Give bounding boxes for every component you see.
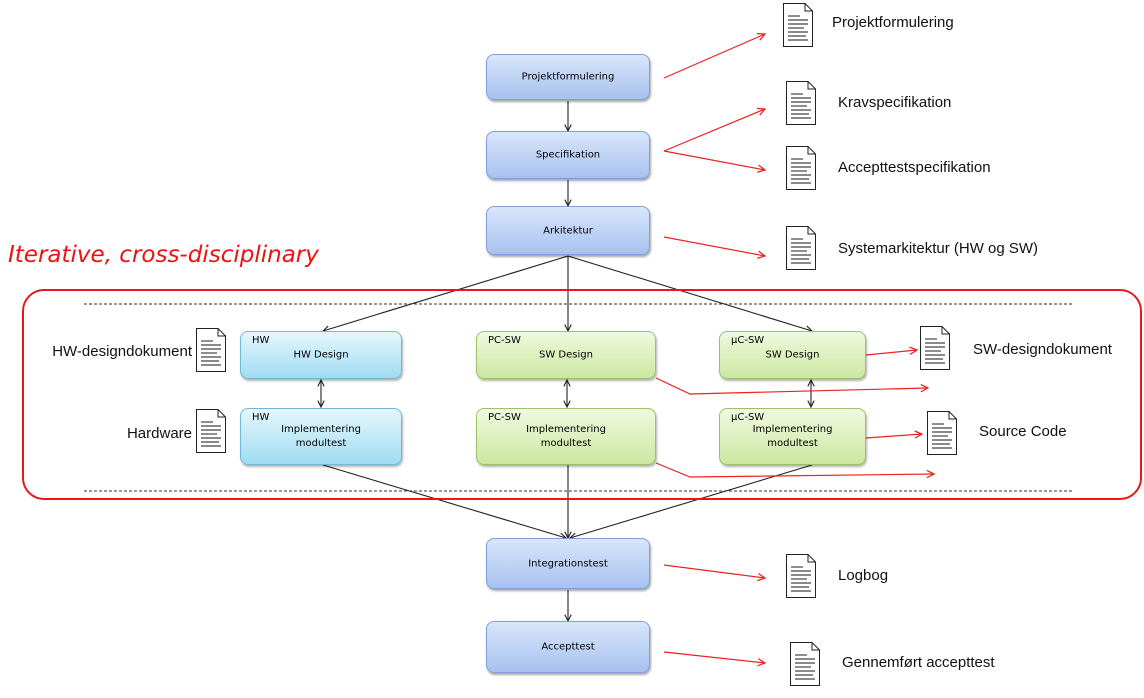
ucsw-implementation-box[interactable]: µC-SW Implementering modultest [719,408,866,465]
box-label: SW Design [765,349,820,361]
output-arrow [663,34,765,79]
doc-label-source-code: Source Code [979,423,1067,440]
output-arrow [655,462,934,477]
integrationstest-box[interactable]: Integrationstest [486,538,650,589]
flow-arrow [567,255,812,331]
doc-label-kravspecifikation: Kravspecifikation [838,94,952,111]
doc-label-accepttestspecifikation: Accepttestspecifikation [838,159,991,176]
box-tag: µC-SW [731,412,765,423]
flow-arrow [322,464,566,538]
output-arrow [663,109,765,152]
box-label: Arkitektur [543,225,593,236]
doc-label-hw-designdokument: HW-designdokument [52,343,192,360]
document-icon [785,553,817,599]
output-arrow [865,434,922,438]
box-label-line: Implementering [526,423,606,435]
doc-label-projektformulering: Projektformulering [832,14,954,31]
box-label: Accepttest [541,641,595,653]
hw-design-box[interactable]: HW HW Design [240,331,402,379]
output-arrow [663,150,765,170]
box-tag: HW [252,412,270,423]
document-icon [785,80,817,126]
projektformulering-box[interactable]: Projektformulering [486,54,650,100]
region-title: Iterative, cross-disciplinary [8,242,319,268]
iterative-region [22,289,1142,500]
box-label-line: modultest [295,437,347,449]
flow-arrows [321,101,812,621]
box-label: Implementering modultest [720,423,865,451]
box-label: HW Design [293,349,349,361]
ucsw-design-box[interactable]: µC-SW SW Design [719,331,866,379]
doc-label-systemarkitektur: Systemarkitektur (HW og SW) [838,240,1039,257]
doc-label-logbog: Logbog [838,567,889,584]
box-label: Integrationstest [528,558,608,569]
output-arrow [663,564,765,578]
output-arrow [663,651,765,663]
box-label: Implementering modultest [477,423,655,451]
box-label-line: Implementering [752,423,833,435]
box-tag: PC-SW [488,412,521,423]
box-label: Projektformulering [521,71,615,83]
pcsw-design-box[interactable]: PC-SW SW Design [476,331,656,379]
specifikation-box[interactable]: Specifikation [486,131,650,179]
flow-arrow [323,255,569,331]
box-tag: PC-SW [488,335,521,346]
box-label: Specifikation [535,149,601,161]
document-icon [782,2,814,48]
box-label: SW Design [539,349,593,361]
accepttest-box[interactable]: Accepttest [486,621,650,673]
box-label-line: modultest [540,437,592,449]
doc-label-hardware: Hardware [126,425,192,442]
hw-implementation-box[interactable]: HW Implementering modultest [240,408,402,465]
doc-label-sw-designdokument: SW-designdokument [973,341,1112,358]
box-label-line: modultest [767,437,818,449]
document-icon [785,225,817,271]
output-arrow [865,350,917,356]
box-tag: HW [252,335,270,346]
doc-label-gennemfort-accepttest: Gennemført accepttest [842,654,995,671]
document-icon [789,641,821,687]
output-arrows [655,34,934,663]
flow-arrow [570,464,813,538]
output-arrow [663,236,765,256]
document-icon [785,145,817,191]
box-tag: µC-SW [731,335,765,346]
pcsw-implementation-box[interactable]: PC-SW Implementering modultest [476,408,656,465]
output-arrow [655,377,928,395]
box-label-line: Implementering [281,423,361,435]
box-label: Implementering modultest [241,423,401,451]
arkitektur-box[interactable]: Arkitektur [486,206,650,255]
